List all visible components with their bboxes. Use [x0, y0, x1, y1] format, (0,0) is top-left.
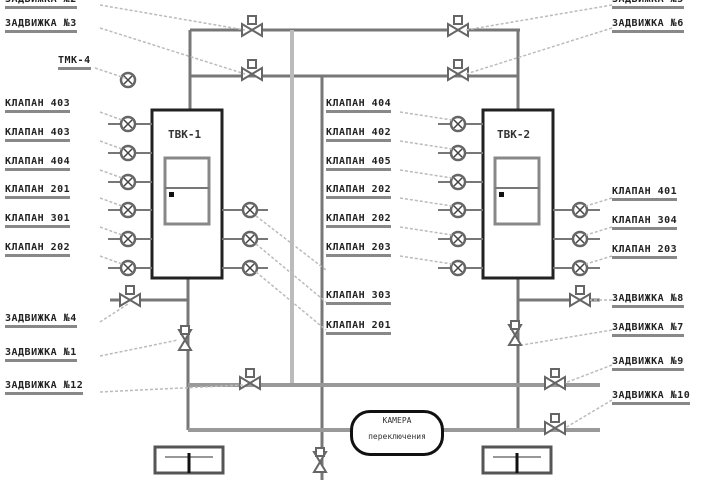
leader-line [99, 339, 179, 357]
valve-center-4[interactable] [449, 230, 467, 248]
label-left-valve-4[interactable]: КЛАПАН 301 [5, 213, 71, 228]
valve-left-5[interactable] [119, 259, 137, 277]
label-gate-7[interactable]: ЗАДВИЖКА №7 [612, 322, 684, 337]
valve-center-1[interactable] [449, 144, 467, 162]
chamber-line1: КАМЕРА [382, 416, 412, 425]
leader-line [99, 4, 246, 31]
gate-valve-2[interactable] [241, 15, 263, 38]
gate-valve-12[interactable] [239, 368, 261, 391]
gate-valve-3[interactable] [241, 59, 263, 82]
valve-tbk2-out-1[interactable] [571, 230, 589, 248]
gate-valve-bottom[interactable] [312, 447, 328, 473]
tmk4-sensor[interactable] [119, 71, 137, 89]
tbk1-title: ТВК-1 [168, 128, 202, 141]
valve-left-0[interactable] [119, 115, 137, 133]
leader-line [521, 329, 613, 346]
leader-line [99, 226, 123, 236]
label-gate-2[interactable]: ЗАДВИЖКА №2 [5, 0, 77, 9]
leader-line [399, 169, 453, 179]
leader-line [99, 111, 123, 121]
leader-line [255, 271, 327, 331]
valve-left-2[interactable] [119, 173, 137, 191]
leader-line [585, 255, 613, 265]
valve-tbk1-out-2[interactable] [241, 259, 259, 277]
tbk2-title: ТВК-2 [497, 128, 531, 141]
valve-left-1[interactable] [119, 144, 137, 162]
label-tmk4[interactable]: ТМК-4 [58, 55, 91, 70]
label-gate-5[interactable]: ЗАДВИЖКА №5 [612, 0, 684, 9]
leader-line [465, 27, 613, 75]
label-gate-6[interactable]: ЗАДВИЖКА №6 [612, 18, 684, 33]
leader-line [399, 140, 453, 150]
gate-valve-5[interactable] [447, 15, 469, 38]
label-left-valve-2[interactable]: КЛАПАН 404 [5, 156, 71, 171]
leader-line [399, 226, 453, 236]
leader-line [99, 140, 123, 150]
leader-line [255, 243, 327, 303]
label-center-valve-2[interactable]: КЛАПАН 405 [326, 156, 392, 171]
valve-left-3[interactable] [119, 201, 137, 219]
leader-line [99, 169, 123, 179]
label-gate-10[interactable]: ЗАДВИЖКА №10 [612, 390, 691, 405]
leader-line [465, 4, 613, 31]
gate-valve-4[interactable] [119, 285, 141, 308]
label-gate-4[interactable]: ЗАДВИЖКА №4 [5, 313, 77, 328]
valve-center-3[interactable] [449, 201, 467, 219]
leader-line [99, 255, 123, 265]
valve-tbk2-out-2[interactable] [571, 259, 589, 277]
label-right-valve-0[interactable]: КЛАПАН 401 [612, 186, 678, 201]
leader-line [564, 364, 613, 384]
leader-line [585, 226, 613, 236]
valve-center-5[interactable] [449, 259, 467, 277]
leader-line [399, 197, 453, 207]
valve-tbk1-out-0[interactable] [241, 201, 259, 219]
label-gate-9[interactable]: ЗАДВИЖКА №9 [612, 356, 684, 371]
label-center-valve-3[interactable]: КЛАПАН 202 [326, 184, 392, 199]
tbk2-display [493, 156, 541, 226]
valve-left-4[interactable] [119, 230, 137, 248]
label-center-valve-4[interactable]: КЛАПАН 202 [326, 213, 392, 228]
gate-valve-8[interactable] [569, 285, 591, 308]
switching-chamber[interactable]: КАМЕРА переключения [350, 410, 444, 456]
gate-valve-9[interactable] [544, 368, 566, 391]
leader-line [99, 303, 129, 323]
label-gate-12[interactable]: ЗАДВИЖКА №12 [5, 380, 84, 395]
leader-line [564, 399, 613, 429]
label-gate-1[interactable]: ЗАДВИЖКА №1 [5, 347, 77, 362]
leader-line [99, 384, 244, 393]
label-left-valve-5[interactable]: КЛАПАН 202 [5, 242, 71, 257]
leader-line [99, 197, 123, 207]
label-right-valve-2[interactable]: КЛАПАН 203 [612, 244, 678, 259]
valve-center-0[interactable] [449, 115, 467, 133]
display-marker [169, 192, 174, 197]
label-right-valve-1[interactable]: КЛАПАН 304 [612, 215, 678, 230]
label-left-valve-0[interactable]: КЛАПАН 403 [5, 98, 71, 113]
display-marker [499, 192, 504, 197]
label-center-valve-7[interactable]: КЛАПАН 303 [326, 290, 392, 305]
leader-line [99, 27, 246, 75]
gate-valve-7[interactable] [507, 320, 523, 346]
label-center-valve-0[interactable]: КЛАПАН 404 [326, 98, 392, 113]
valve-tbk2-out-0[interactable] [571, 201, 589, 219]
gate-valve-1[interactable] [177, 325, 193, 351]
leader-line [94, 67, 126, 79]
leader-line [399, 255, 453, 265]
label-center-valve-8[interactable]: КЛАПАН 201 [326, 320, 392, 335]
leader-line [585, 197, 613, 207]
label-left-valve-3[interactable]: КЛАПАН 201 [5, 184, 71, 199]
leader-line [399, 111, 453, 121]
label-gate-3[interactable]: ЗАДВИЖКА №3 [5, 18, 77, 33]
label-center-valve-1[interactable]: КЛАПАН 402 [326, 127, 392, 142]
gate-valve-6[interactable] [447, 59, 469, 82]
chamber-line2: переключения [368, 432, 426, 441]
valve-center-2[interactable] [449, 173, 467, 191]
label-center-valve-5[interactable]: КЛАПАН 203 [326, 242, 392, 257]
tbk1-display [163, 156, 211, 226]
label-gate-8[interactable]: ЗАДВИЖКА №8 [612, 293, 684, 308]
valve-tbk1-out-1[interactable] [241, 230, 259, 248]
label-left-valve-1[interactable]: КЛАПАН 403 [5, 127, 71, 142]
gate-valve-10[interactable] [544, 413, 566, 436]
